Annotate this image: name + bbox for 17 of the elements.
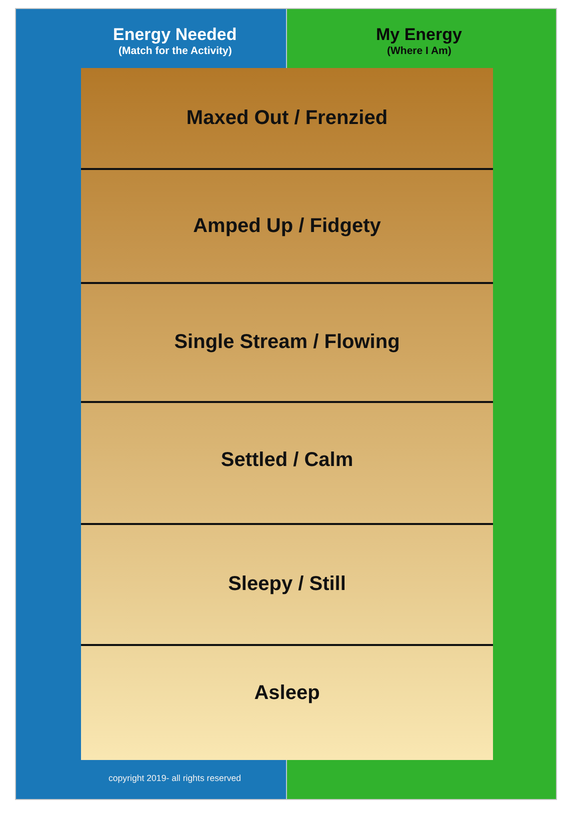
energy-level-text: Amped Up / Fidgety [193, 214, 381, 238]
copyright-note: copyright 2019- all rights reserved [108, 774, 242, 784]
energy-level-band [81, 402, 493, 524]
column-subheading: (Match for the Activity) [118, 46, 232, 58]
energy-level-text: Maxed Out / Frenzied [186, 107, 388, 130]
energy-level-text: Single Stream / Flowing [174, 331, 400, 354]
energy-level-text: Settled / Calm [220, 448, 354, 472]
energy-level-text: Sleepy / Still [228, 573, 346, 596]
energy-level-band [81, 169, 493, 283]
column-heading: Energy Needed [113, 26, 237, 44]
energy-level-band [81, 645, 493, 760]
energy-level-band [81, 68, 493, 169]
column-heading: My Energy [376, 26, 462, 44]
column-subheading: (Where I Am) [387, 46, 452, 58]
energy-level-text: Asleep [254, 682, 320, 705]
energy-level-band [81, 283, 493, 402]
energy-level-band [81, 524, 493, 645]
